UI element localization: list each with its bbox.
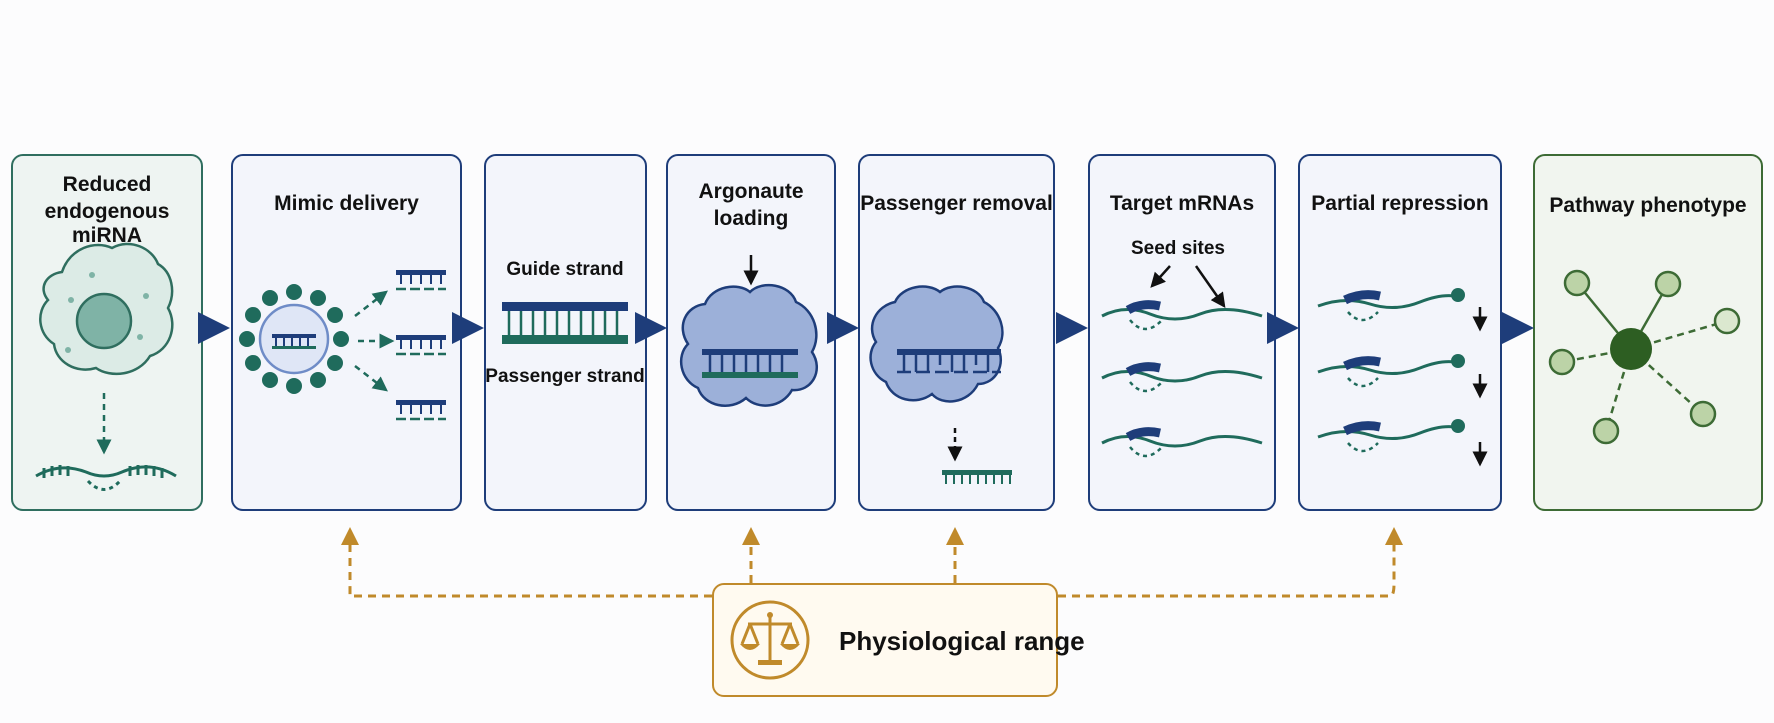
step-title-line2: endogenous miRNA [44,200,170,247]
repressed-mrna-icon [1317,288,1465,322]
target-mrna-icon [1101,300,1263,331]
pathway-network-icon [1548,269,1741,445]
nanoparticle-icon [239,284,349,394]
argonaute-icon [679,284,818,407]
step-duplex-strands [484,154,647,511]
cell-icon [39,242,174,376]
passenger-strand-label: Passenger strand [485,366,645,387]
guide-strand-label: Guide strand [506,259,624,280]
step-partial-repression: Partial repression [1298,154,1502,511]
step-title: Mimic delivery [274,192,419,215]
mimic-duplex-icon [396,400,446,421]
delivery-arrows [354,290,395,392]
step-target-mrnas: Target mRNAs [1088,154,1276,511]
released-passenger-strand-icon [942,470,1012,484]
step-title: Pathway phenotype [1549,194,1747,217]
physiological-range-label: Physiological range [839,626,1085,656]
step-title-line2: loading [713,207,789,230]
step-title: Passenger removal [860,192,1053,215]
repressed-mrna-icon [1317,419,1465,453]
argonaute-icon [869,285,1004,403]
seed-site-pointers [1150,265,1226,309]
guide-passenger-duplex-icon [502,302,628,344]
balance-scale-icon [730,600,810,680]
seed-sites-label: Seed sites [1131,238,1225,259]
physiological-range-box: Physiological range [712,583,1085,697]
step-title-line1: Reduced [62,173,152,196]
repressed-mrna-icon [1317,354,1465,388]
mimic-duplex-icon [396,335,446,356]
target-mrna-icon [1101,427,1263,458]
target-mrna-icon [1101,362,1263,393]
endogenous-mirna-icon [35,465,177,491]
step-title: Target mRNAs [1109,192,1255,215]
constraint-connectors [341,527,1403,598]
step-title-line1: Argonaute [698,180,804,203]
mimic-duplex-icon [396,270,446,291]
step-title: Partial repression [1311,192,1489,215]
